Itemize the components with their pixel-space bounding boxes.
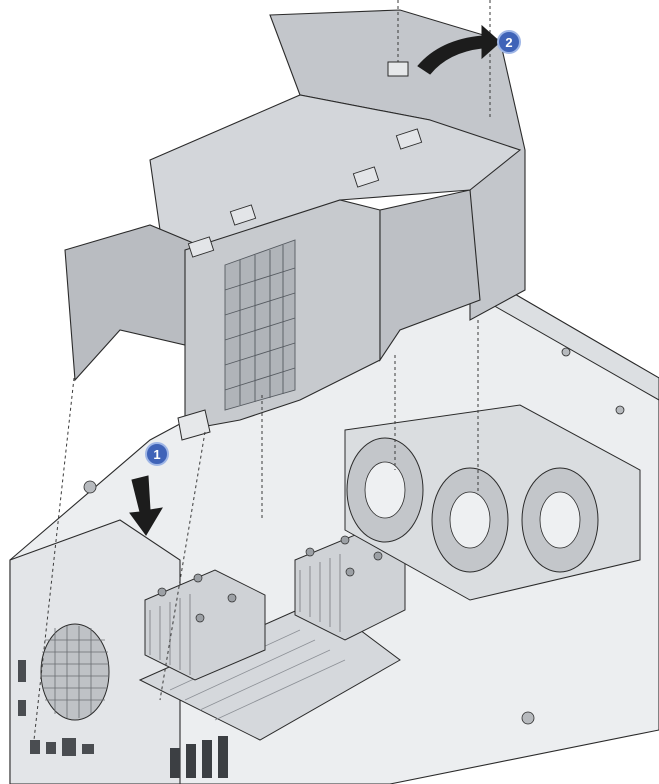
callout-step-1-label: 1 <box>153 447 160 462</box>
system-fan-row <box>344 404 641 601</box>
air-baffle-locating-tab <box>177 409 211 441</box>
air-baffle-pivot-tab <box>387 61 409 77</box>
chassis-standoffs <box>83 347 625 725</box>
rear-io-ports <box>18 660 94 756</box>
air-baffle-right-extension <box>379 189 481 362</box>
callout-step-1: 1 <box>145 442 169 466</box>
callout-step-2-label: 2 <box>505 35 512 50</box>
server-chassis <box>9 267 659 784</box>
rear-vent-grille <box>40 623 110 721</box>
step-1-down-arrow-icon <box>129 475 163 536</box>
air-baffle <box>64 9 526 441</box>
air-baffle-clips <box>187 128 423 258</box>
heat-sink-left <box>144 569 266 681</box>
alignment-guides <box>33 0 491 741</box>
callout-step-2: 2 <box>497 30 521 54</box>
air-baffle-grille <box>224 239 296 411</box>
heat-sink-right <box>294 534 406 641</box>
